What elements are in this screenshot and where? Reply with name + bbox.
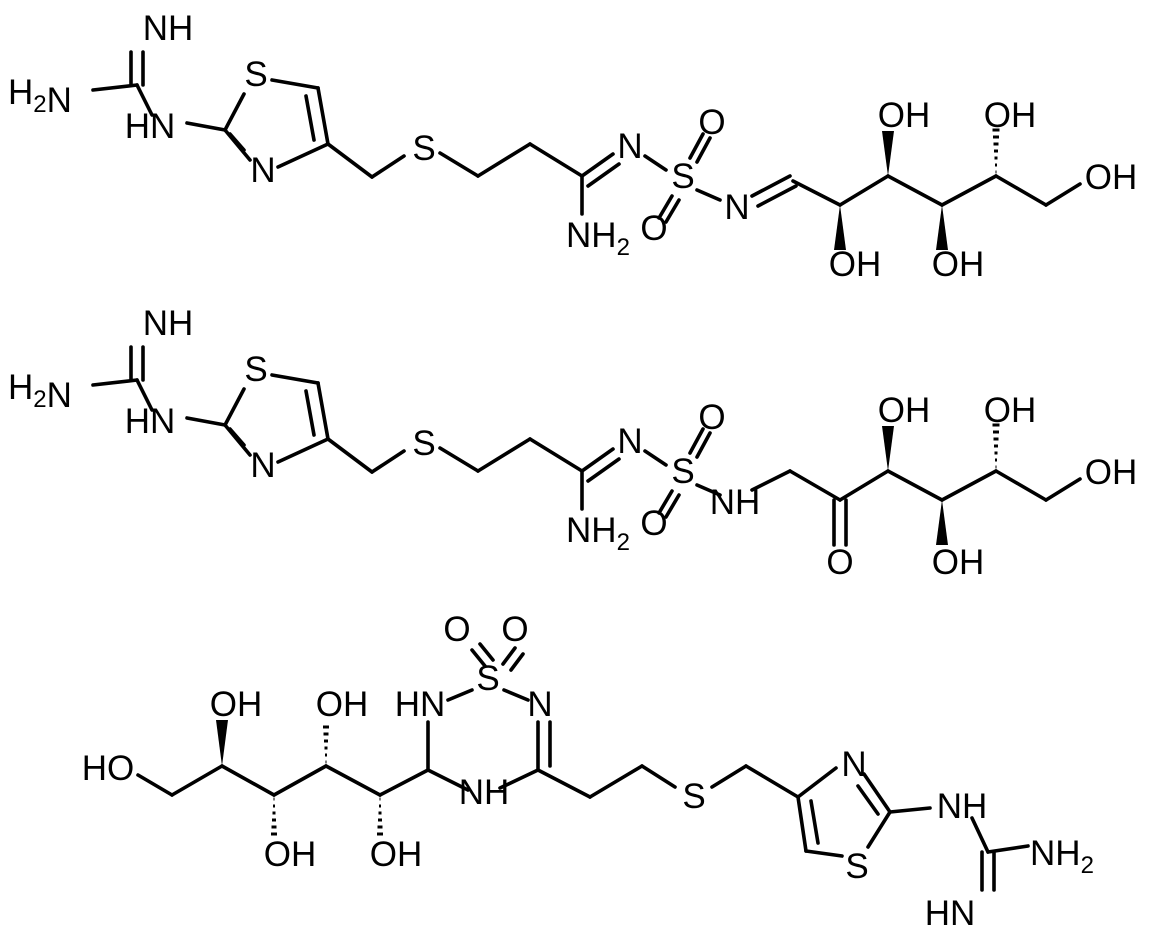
thiazole-n-label: N xyxy=(841,745,866,784)
imine-hn-label: HN xyxy=(925,894,976,933)
imine-n-label: N xyxy=(724,188,749,227)
imine-nh-label: NH xyxy=(143,9,194,48)
sulfonyl-s-label: S xyxy=(476,659,499,698)
amino-h2n-label: H2N xyxy=(8,368,72,415)
molecule-2: NH H2N HN S N S N S O O NH2 NH O OH OH O… xyxy=(8,304,1137,582)
hydroxyl-oh-label: OH xyxy=(932,543,985,582)
sulfonyl-s-label: S xyxy=(671,157,694,196)
amino-h2n-label: H2N xyxy=(8,73,72,120)
molecule-3: O O S HN N NH S N S NH NH2 HN OH OH OH O… xyxy=(82,610,1094,933)
amino-nh2-label: NH2 xyxy=(1030,834,1094,879)
thioether-s-label: S xyxy=(682,777,705,816)
sulfonyl-o-label: O xyxy=(443,610,470,649)
thiazole-s-label: S xyxy=(244,350,267,389)
thioether-s-label: S xyxy=(412,424,435,463)
hydroxyl-oh-label: OH xyxy=(210,685,263,724)
amide-nh2-label: NH2 xyxy=(566,216,630,261)
hn-label: HN xyxy=(125,402,176,441)
thiazole-s-label: S xyxy=(244,55,267,94)
thiazole-n-label: N xyxy=(250,151,275,190)
sulfamide-nh-label: NH xyxy=(710,483,761,522)
hydroxyl-oh-label: OH xyxy=(1085,158,1138,197)
molecule-3-atom-labels: O O S HN N NH S N S NH NH2 HN OH OH OH O… xyxy=(82,610,1094,933)
guanidine-nh-label: NH xyxy=(937,787,988,826)
sulfonyl-o-label: O xyxy=(698,398,725,437)
molecule-3-bonds xyxy=(136,642,1030,892)
amidine-n-label: N xyxy=(617,127,642,166)
hydroxyl-oh-label: OH xyxy=(370,835,423,874)
hydroxyl-oh-label: OH xyxy=(829,245,882,284)
molecule-1: NH H2N HN S N S N S O O NH2 N OH OH OH O… xyxy=(8,9,1137,284)
sulfonyl-o-label: O xyxy=(640,209,667,248)
molecule-1-bonds xyxy=(91,50,1082,250)
imine-nh-label: NH xyxy=(143,304,194,343)
thiazole-n-label: N xyxy=(250,446,275,485)
thiazole-s-label: S xyxy=(845,847,868,886)
ketone-o-label: O xyxy=(826,543,853,582)
hydroxyl-oh-label: OH xyxy=(878,96,931,135)
hydroxyl-oh-label: OH xyxy=(264,835,317,874)
amide-nh2-label: NH2 xyxy=(566,511,630,556)
hydroxyl-oh-label: OH xyxy=(316,685,369,724)
ring-n-label: N xyxy=(527,685,552,724)
hydroxyl-ho-label: HO xyxy=(82,749,135,788)
hydroxyl-oh-label: OH xyxy=(984,391,1037,430)
hn-label: HN xyxy=(125,107,176,146)
hydroxyl-oh-label: OH xyxy=(932,245,985,284)
hydroxyl-oh-label: OH xyxy=(984,96,1037,135)
sulfonyl-o-label: O xyxy=(640,504,667,543)
amidine-n-label: N xyxy=(617,422,642,461)
molecule-2-atom-labels: NH H2N HN S N S N S O O NH2 NH O OH OH O… xyxy=(8,304,1137,582)
ring-hn-label: HN xyxy=(395,685,446,724)
hydroxyl-oh-label: OH xyxy=(1085,453,1138,492)
hydroxyl-oh-label: OH xyxy=(878,391,931,430)
thioether-s-label: S xyxy=(412,129,435,168)
sulfonyl-o-label: O xyxy=(501,610,528,649)
molecule-2-bonds xyxy=(91,345,1082,547)
sulfonyl-s-label: S xyxy=(671,452,694,491)
sulfonyl-o-label: O xyxy=(698,103,725,142)
ring-nh-label: NH xyxy=(459,773,510,812)
molecule-1-atom-labels: NH H2N HN S N S N S O O NH2 N OH OH OH O… xyxy=(8,9,1137,284)
